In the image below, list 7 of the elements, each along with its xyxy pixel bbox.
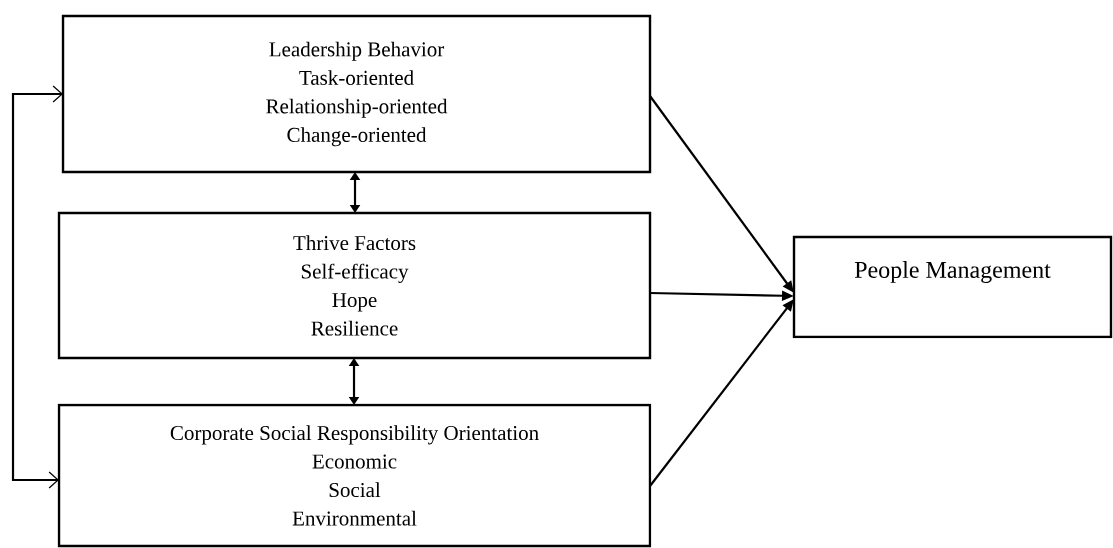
- process-box: Thrive Factors Self-efficacy Hope Resilience: [57, 211, 652, 360]
- arrow: [349, 172, 361, 213]
- process-box: Leadership Behavior Task-oriented Relationship-oriented Change-oriented: [61, 14, 652, 174]
- arrow: [348, 358, 360, 405]
- arrow: [11, 85, 63, 489]
- process-box: Corporate Social Responsibility Orientation Economic Social Environmental: [57, 403, 652, 548]
- process-box: People Management: [792, 235, 1113, 339]
